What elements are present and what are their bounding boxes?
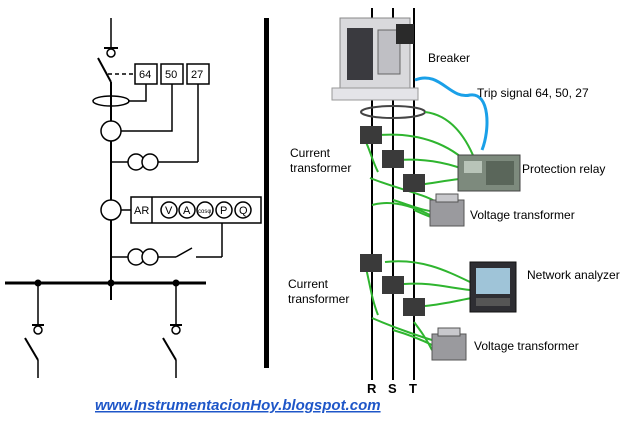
meter-ar: AR [134,205,149,217]
meter-a: A [183,205,191,217]
label-ct-2a: Current [288,277,329,291]
label-voltage-transformer-1: Voltage transformer [470,208,575,222]
label-breaker: Breaker [428,51,470,65]
current-transformers-1 [360,126,425,192]
ct-symbol-2 [100,199,122,221]
voltage-transformer-1 [429,193,465,227]
top-ground-symbol [104,18,118,58]
green-wires-2 [365,260,473,351]
protection-relay-device [457,154,521,192]
current-transformers-2 [360,254,425,316]
meter-v: V [165,205,173,217]
label-protection-relay: Protection relay [522,162,605,176]
relay-code-50: 50 [165,69,177,81]
relay-code-64: 64 [139,69,151,81]
label-trip-signal: Trip signal 64, 50, 27 [477,86,589,100]
phase-label-s: S [388,381,397,396]
label-ct-1a: Current [290,146,331,160]
junction-dots [34,279,180,287]
divider [264,18,269,368]
vt-symbol-1 [111,84,199,171]
relay-code-27: 27 [191,69,203,81]
meter-q: Q [239,205,248,217]
website-link[interactable]: www.InstrumentacionHoy.blogspot.com [95,397,381,414]
trip-signal-wire [414,76,489,151]
breaker-switch [97,57,112,83]
feeder-left [24,283,44,378]
single-line-diagram [5,18,262,378]
meter-p: P [220,205,227,217]
network-analyzer-device [469,261,517,313]
label-ct-1b: transformer [290,161,351,175]
label-network-analyzer: Network analyzer [527,268,620,282]
feeder-right [162,283,182,378]
label-voltage-transformer-2: Voltage transformer [474,339,579,353]
phase-label-r: R [367,381,377,396]
label-ct-2b: transformer [288,292,349,306]
vt-symbol-2 [111,247,222,266]
meter-cosphi: cosφ [198,209,211,215]
voltage-transformer-2 [431,327,467,361]
breaker-device [331,17,419,101]
ct-symbol-1 [100,120,122,142]
phase-label-t: T [409,381,417,396]
